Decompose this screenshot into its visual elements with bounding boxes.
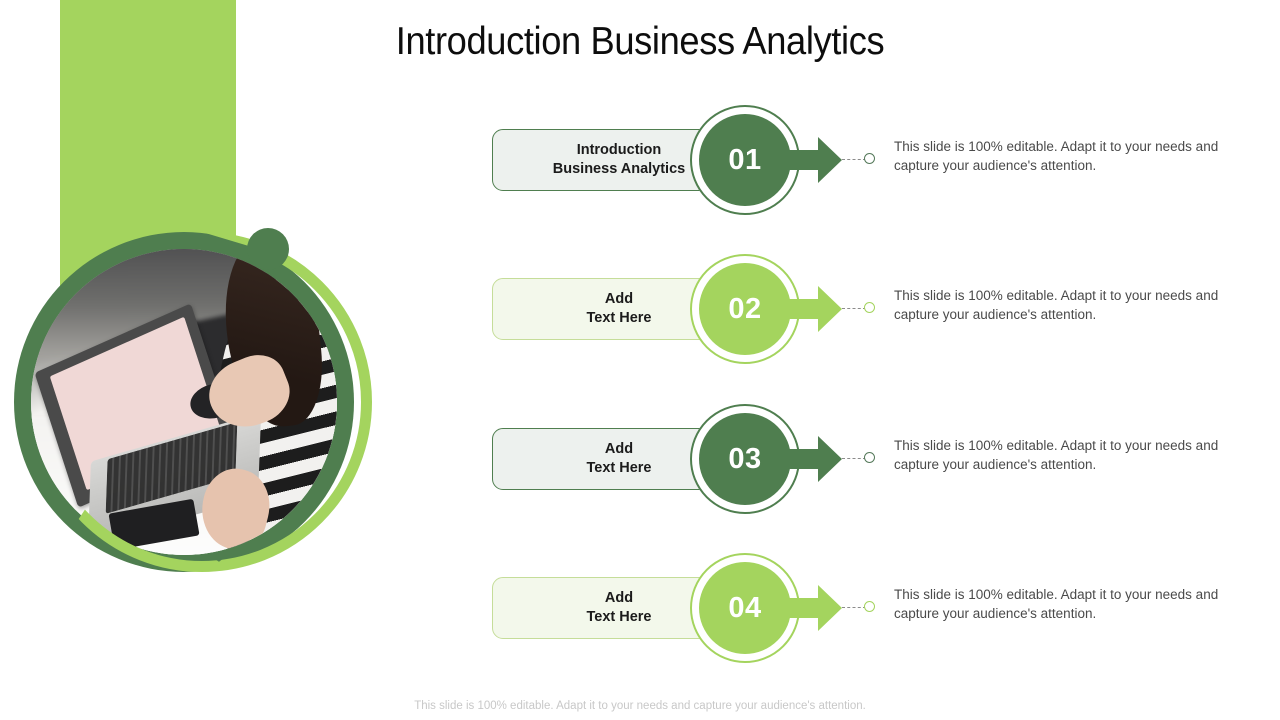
step-number-circle-2[interactable]: 02 [690,254,800,364]
step-circle-disc-3: 03 [699,413,791,505]
step-label-line1-3: Add [604,440,634,457]
step-number-circle-4[interactable]: 04 [690,553,800,663]
arrow-right-icon-1 [788,137,842,183]
arrow-right-icon-2 [788,286,842,332]
step-label-box-2[interactable]: Add Text Here [492,278,720,340]
connector-dashed-line-3 [842,458,866,459]
step-label-box-4[interactable]: Add Text Here [492,577,720,639]
step-number-circle-3[interactable]: 03 [690,404,800,514]
arrow-right-icon-3 [788,436,842,482]
connector-end-dot-2 [864,302,875,313]
connector-dashed-line-2 [842,308,866,309]
step-label-line1-1: Introduction [576,141,662,158]
connector-end-dot-4 [864,601,875,612]
step-number-circle-1[interactable]: 01 [690,105,800,215]
step-label-box-3[interactable]: Add Text Here [492,428,720,490]
step-row-4[interactable]: Add Text Here 04 This slide is 100% edit… [492,553,1232,663]
step-circle-disc-1: 01 [699,114,791,206]
connector-dashed-line-1 [842,159,866,160]
photo-image [31,249,337,555]
step-row-2[interactable]: Add Text Here 02 This slide is 100% edit… [492,254,1232,364]
step-number-1: 01 [728,143,762,176]
step-number-2: 02 [728,292,762,325]
step-label-line2-2: Text Here [586,310,652,326]
step-body-text-4: This slide is 100% editable. Adapt it to… [894,587,1219,621]
step-label-line1-2: Add [604,290,634,307]
step-body-text-3: This slide is 100% editable. Adapt it to… [894,438,1219,472]
step-circle-disc-2: 02 [699,263,791,355]
photo-frame [14,232,372,572]
step-number-3: 03 [728,442,762,475]
step-row-1[interactable]: Introduction Business Analytics 01 This … [492,105,1232,215]
footer-note: This slide is 100% editable. Adapt it to… [414,700,866,712]
accent-circle-dot [247,228,289,270]
step-circle-disc-4: 04 [699,562,791,654]
step-label-line2-1: Business Analytics [552,161,686,177]
step-label-line1-4: Add [604,589,634,606]
step-number-4: 04 [728,591,762,624]
connector-end-dot-3 [864,452,875,463]
step-body-text-2: This slide is 100% editable. Adapt it to… [894,288,1219,322]
arrow-right-icon-4 [788,585,842,631]
connector-end-dot-1 [864,153,875,164]
step-label-box-1[interactable]: Introduction Business Analytics [492,129,720,191]
connector-dashed-line-4 [842,607,866,608]
step-row-3[interactable]: Add Text Here 03 This slide is 100% edit… [492,404,1232,514]
page-title: Introduction Business Analytics [395,20,885,63]
step-body-text-1: This slide is 100% editable. Adapt it to… [894,139,1219,173]
step-label-line2-4: Text Here [586,609,652,625]
step-label-line2-3: Text Here [586,460,652,476]
